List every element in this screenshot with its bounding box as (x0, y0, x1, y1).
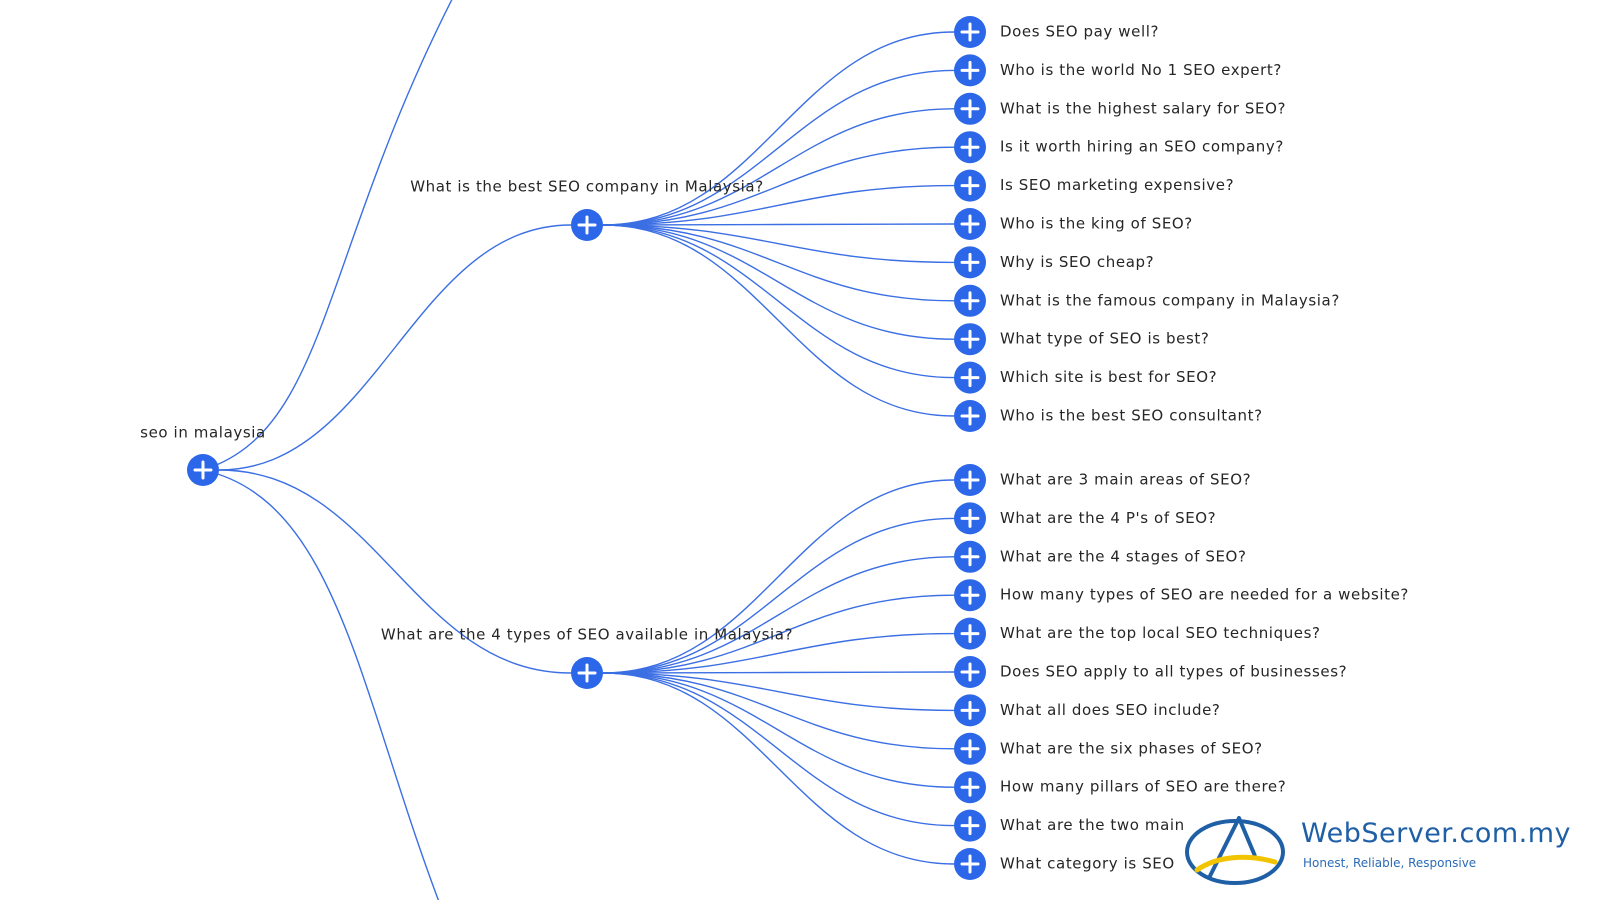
plus-circle-icon[interactable] (954, 169, 986, 202)
leaf-link (602, 672, 955, 788)
mindmap-links (202, 0, 955, 900)
leaf-node-label: Who is the world No 1 SEO expert? (1000, 61, 1282, 79)
mindmap-nodes: seo in malaysia Does SEO pay well? Who is … (140, 16, 1409, 880)
leaf-node-label: Which site is best for SEO? (1000, 368, 1217, 386)
plus-circle-icon[interactable] (187, 454, 219, 486)
logo-name: WebServer.com.my (1301, 818, 1572, 849)
leaf-node-label: Is it worth hiring an SEO company? (1000, 138, 1284, 156)
leaf-link (602, 672, 955, 712)
plus-circle-icon[interactable] (954, 809, 986, 842)
leaf-node-label: How many types of SEO are needed for a w… (1000, 586, 1409, 604)
offscreen-branch-link-bottom (202, 469, 440, 900)
branch-node-label: What is the best SEO company in Malaysia… (410, 178, 764, 196)
leaf-node-label: What are the top local SEO techniques? (1000, 624, 1321, 642)
plus-circle-icon[interactable] (954, 656, 986, 688)
leaf-link (602, 672, 955, 827)
plus-circle-icon[interactable] (954, 246, 986, 279)
plus-circle-icon[interactable] (954, 540, 986, 573)
leaf-node-label: What type of SEO is best? (1000, 330, 1209, 348)
leaf-node-label: What category is SEO (1000, 855, 1175, 873)
root-node-label: seo in malaysia (140, 424, 266, 442)
plus-circle-icon[interactable] (571, 209, 603, 241)
leaf-node-label: How many pillars of SEO are there? (1000, 778, 1286, 796)
plus-circle-icon[interactable] (954, 464, 986, 496)
branch-link (218, 224, 572, 471)
plus-circle-icon[interactable] (954, 400, 986, 432)
leaf-node-label: What are the six phases of SEO? (1000, 739, 1263, 757)
leaf-link (602, 672, 955, 865)
plus-circle-icon[interactable] (954, 617, 986, 650)
plus-circle-icon[interactable] (954, 579, 986, 612)
plus-circle-icon[interactable] (954, 361, 986, 394)
branch-link (218, 469, 572, 674)
leaf-node-label: Does SEO apply to all types of businesse… (1000, 663, 1347, 681)
leaf-link (602, 224, 955, 417)
leaf-node-label: What is the highest salary for SEO? (1000, 99, 1286, 117)
leaf-link (602, 671, 955, 674)
plus-circle-icon[interactable] (954, 694, 986, 727)
plus-circle-icon[interactable] (954, 208, 986, 240)
leaf-link (602, 108, 955, 226)
leaf-node-label: Who is the best SEO consultant? (1000, 407, 1263, 425)
leaf-node-label: What all does SEO include? (1000, 701, 1220, 719)
leaf-link (602, 224, 955, 379)
plus-circle-icon[interactable] (954, 54, 986, 87)
leaf-node-label: Is SEO marketing expensive? (1000, 176, 1234, 194)
leaf-link (602, 632, 955, 674)
leaf-link (602, 146, 955, 226)
leaf-link (602, 672, 955, 750)
branch-node-label: What are the 4 types of SEO available in… (381, 626, 793, 644)
leaf-node-label: What is the famous company in Malaysia? (1000, 291, 1340, 309)
leaf-link (602, 224, 955, 264)
plus-circle-icon[interactable] (954, 323, 986, 356)
offscreen-branch-link-top (202, 0, 453, 471)
leaf-link (602, 224, 955, 302)
webserver-logo-mark (1185, 816, 1285, 885)
plus-circle-icon[interactable] (954, 732, 986, 765)
plus-circle-icon[interactable] (954, 771, 986, 804)
leaf-link (602, 517, 955, 674)
leaf-link (602, 223, 955, 226)
leaf-node-label: What are the two main (1000, 816, 1185, 834)
plus-circle-icon[interactable] (954, 131, 986, 164)
plus-circle-icon[interactable] (954, 848, 986, 880)
leaf-link (602, 594, 955, 674)
leaf-node-label: What are the 4 stages of SEO? (1000, 547, 1247, 565)
plus-circle-icon[interactable] (954, 92, 986, 125)
plus-circle-icon[interactable] (954, 502, 986, 535)
leaf-node-label: Does SEO pay well? (1000, 23, 1159, 41)
leaf-node-label: Who is the king of SEO? (1000, 215, 1193, 233)
plus-circle-icon[interactable] (954, 16, 986, 48)
leaf-node-label: What are 3 main areas of SEO? (1000, 471, 1251, 489)
plus-circle-icon[interactable] (954, 284, 986, 317)
leaf-node-label: What are the 4 P's of SEO? (1000, 509, 1216, 527)
webserver-logo: WebServer.com.my Honest, Reliable, Respo… (1183, 812, 1588, 892)
leaf-link (602, 556, 955, 674)
leaf-node-label: Why is SEO cheap? (1000, 253, 1154, 271)
plus-circle-icon[interactable] (571, 657, 603, 689)
leaf-link (602, 479, 955, 674)
leaf-link (602, 69, 955, 226)
leaf-link (602, 31, 955, 226)
logo-tagline: Honest, Reliable, Responsive (1303, 856, 1477, 870)
leaf-link (602, 184, 955, 226)
leaf-link (602, 224, 955, 340)
